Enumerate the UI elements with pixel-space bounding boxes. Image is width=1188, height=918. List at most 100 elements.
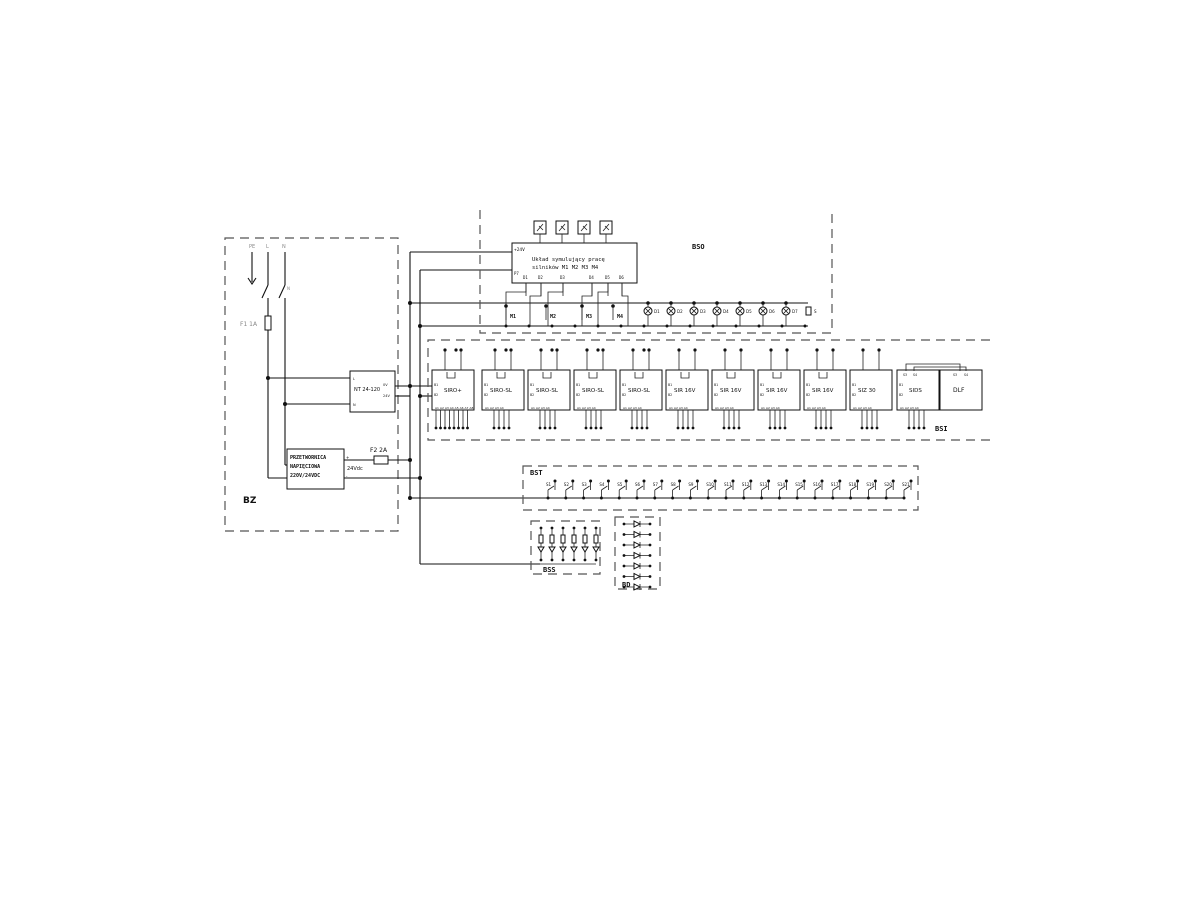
module-sir-16v <box>665 369 709 411</box>
bss-label: BSS <box>543 566 556 574</box>
switch-contact-icon <box>779 485 786 491</box>
diode-icon <box>633 572 642 581</box>
fuse-f2 <box>373 455 389 465</box>
bst-frame <box>522 465 919 511</box>
simulator-output-d4: D4 <box>589 275 594 280</box>
switch-label-s12: S12 <box>742 482 750 487</box>
bd-frame <box>614 516 661 590</box>
module-pin-b1: B1 <box>434 383 438 387</box>
module-siro-sl <box>573 369 617 411</box>
module-pin-b1: B1 <box>530 383 534 387</box>
converter-line-3: 220V/24VDC <box>290 473 320 479</box>
resistor-icon <box>571 534 577 544</box>
sids-pin-s4: S4 <box>913 373 917 377</box>
module-pin-b2: B2 <box>714 393 718 397</box>
module-sir-16v <box>757 369 801 411</box>
module-label: SIRO-SL <box>536 388 559 394</box>
switch-label-s17: S17 <box>831 482 839 487</box>
module-terminal-row: A1 A2 A3 A4 <box>669 406 688 410</box>
module-pin-b1: B1 <box>484 383 488 387</box>
module-siro-sl <box>619 369 663 411</box>
switch-contact-icon <box>743 485 751 491</box>
relay-contact-icon <box>446 372 456 379</box>
module-label: SIRO-SL <box>490 388 513 394</box>
bso-label: BSO <box>692 243 705 251</box>
module-pin-b1: B1 <box>714 383 718 387</box>
switch-contact-icon <box>672 485 679 491</box>
svg-text:P7: P7 <box>514 271 519 276</box>
resistor-icon <box>538 534 544 544</box>
bz-block: BZ PE L N N F1 1A NT 24-120 L N 0V 24V <box>224 237 420 532</box>
out-voltage-label: 24Vdc <box>347 466 363 472</box>
diode-icon <box>633 583 642 591</box>
switch-label-s19: S19 <box>866 482 874 487</box>
fuse-f2-label: F2 2A <box>370 447 388 454</box>
led-icon <box>559 546 567 553</box>
simulator-title-2: silników M1 M2 M3 M4 <box>532 264 599 271</box>
motor-label-m4: M4 <box>617 314 623 320</box>
module-pin-b2: B2 <box>434 393 438 397</box>
relay-contact-icon <box>588 372 598 379</box>
module-label: SIR 16V <box>766 388 788 394</box>
converter-220v-24vdc <box>286 448 345 490</box>
module-label: SIDS <box>909 388 922 394</box>
bss-block: BSS <box>530 520 601 575</box>
led-icon <box>537 546 545 553</box>
switch-contact-icon <box>547 485 555 491</box>
switch-contact-icon <box>654 485 662 491</box>
relay-contact-icon <box>542 372 552 379</box>
module-pin-b1: B1 <box>622 383 626 387</box>
module-terminal-row: A1 A2 A3 A4 <box>853 406 872 410</box>
diode-icon <box>633 520 642 528</box>
resistor-icon <box>549 534 555 544</box>
relay-contact-icon <box>680 372 690 379</box>
simulator-output-d3: D3 <box>560 275 565 280</box>
switch-contact-icon <box>725 485 733 491</box>
nt-label: NT 24-120 <box>354 387 380 393</box>
relay-contact-icon <box>726 372 736 379</box>
module-pin-b2: B2 <box>899 393 903 397</box>
switch-contact-icon <box>814 485 822 491</box>
relay-contact-icon <box>496 372 506 379</box>
terminal-l: L <box>266 244 269 250</box>
switch-contact-icon <box>618 485 626 491</box>
resistor-icon <box>582 534 588 544</box>
converter-line-1: PRZETWORNICA <box>290 455 326 461</box>
terminal-n: N <box>282 244 286 250</box>
led-icon <box>548 546 556 553</box>
svg-text:S3: S3 <box>953 373 957 377</box>
switch-label-s11: S11 <box>724 482 732 487</box>
module-pin-b2: B2 <box>852 393 856 397</box>
motor-label-m1: M1 <box>510 314 516 320</box>
diode-icon <box>633 551 642 560</box>
bz-label: BZ <box>243 496 257 506</box>
switch-contact-icon <box>583 485 590 491</box>
led-icon <box>581 546 589 553</box>
relay-contact-icon <box>772 372 782 379</box>
fuse-f1-label: F1 1A <box>240 321 258 328</box>
relay-contact-icon <box>634 372 644 379</box>
diode-icon <box>633 562 642 570</box>
module-terminal-row: A1 A2 A3 A4 <box>761 406 780 410</box>
module-terminal-row: A1 A2 A3 A4 <box>900 406 919 410</box>
module-label: SIRO-SL <box>628 388 651 394</box>
resistor-icon <box>560 534 566 544</box>
resistor-icon <box>593 534 599 544</box>
bso-frame <box>479 210 833 334</box>
module-dlf <box>939 369 983 411</box>
module-label: SIR 16V <box>812 388 834 394</box>
switch-label-s2: S2 <box>564 482 570 487</box>
switch-contact-icon <box>832 485 840 491</box>
module-pin-b2: B2 <box>576 393 580 397</box>
switch-label-s4: S4 <box>599 482 605 487</box>
svg-text:0V: 0V <box>383 383 388 387</box>
simulator-output-d5: D5 <box>605 275 610 280</box>
simulator-output-d2: D2 <box>538 275 543 280</box>
module-sir-16v <box>711 369 755 411</box>
svg-text:L: L <box>353 377 355 381</box>
lamp-label-d5: D5 <box>746 309 752 314</box>
module-siro-sl <box>527 369 571 411</box>
module-terminal-row: A1 A2 A3 A4 <box>577 406 596 410</box>
